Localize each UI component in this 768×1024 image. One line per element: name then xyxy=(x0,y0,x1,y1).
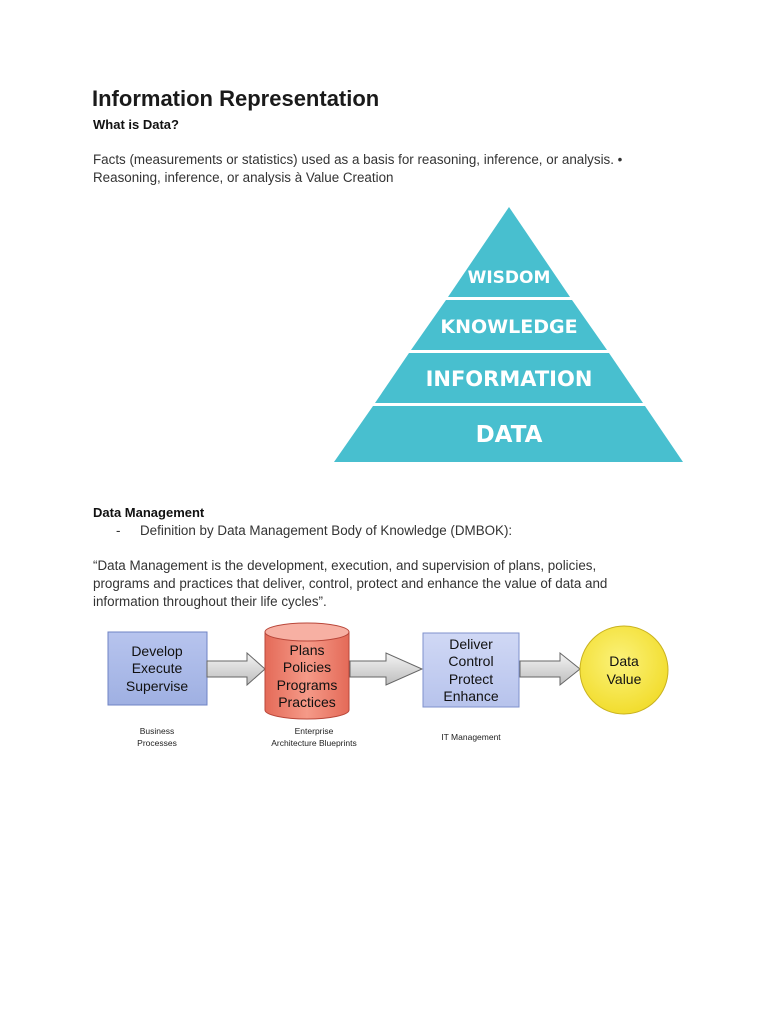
dmbok-bullet: - Definition by Data Management Body of K… xyxy=(116,522,512,540)
section-heading-data-management: Data Management xyxy=(93,505,205,520)
pyramid-level-wisdom: WISDOM xyxy=(448,207,570,297)
caption-business-line-1: Business xyxy=(140,726,175,736)
page-title: Information Representation xyxy=(92,86,380,111)
box3-line-3: Protect xyxy=(449,671,493,687)
pyramid-label-wisdom: WISDOM xyxy=(468,268,551,288)
box2-line-2: Policies xyxy=(283,659,331,675)
pyramid-label-data: DATA xyxy=(476,422,543,448)
caption-enterprise-line-2: Architecture Blueprints xyxy=(271,738,357,748)
bullet-dash: - xyxy=(116,523,121,538)
flow-box-deliver-control: Deliver Control Protect Enhance xyxy=(422,632,520,708)
flow-arrow-1 xyxy=(206,651,266,687)
caption-business-line-2: Processes xyxy=(137,738,177,748)
box1-line-2: Execute xyxy=(132,660,183,676)
intro-line-1: Facts (measurements or statistics) used … xyxy=(93,152,623,167)
pyramid-label-information: INFORMATION xyxy=(426,367,593,391)
caption-enterprise-line-1: Enterprise xyxy=(295,726,334,736)
box3-line-4: Enhance xyxy=(443,688,498,704)
flow-box-develop-execute-supervise: Develop Execute Supervise xyxy=(107,631,208,706)
pyramid-level-knowledge: KNOWLEDGE xyxy=(411,300,607,350)
box4-line-2: Value xyxy=(607,671,642,687)
box2-line-1: Plans xyxy=(289,642,324,658)
section-subtitle-what-is-data: What is Data? xyxy=(93,117,179,132)
dmbok-quote: “Data Management is the development, exe… xyxy=(93,558,608,609)
box3-line-1: Deliver xyxy=(449,636,493,652)
flow-circle-data-value: Data Value xyxy=(579,625,669,715)
pyramid-label-knowledge: KNOWLEDGE xyxy=(440,316,577,338)
box2-line-4: Practices xyxy=(278,694,336,710)
flow-arrow-2 xyxy=(349,652,424,686)
flow-captions: Business Processes Enterprise Architectu… xyxy=(137,726,501,748)
box4-line-1: Data xyxy=(609,653,639,669)
intro-line-2: Reasoning, inference, or analysis à Valu… xyxy=(93,170,394,185)
box3-line-2: Control xyxy=(448,653,493,669)
flow-cylinder-plans-policies: Plans Policies Programs Practices xyxy=(264,622,350,720)
pyramid-level-information: INFORMATION xyxy=(375,353,643,403)
box1-line-3: Supervise xyxy=(126,678,188,694)
caption-it-management: IT Management xyxy=(441,732,501,742)
box2-line-3: Programs xyxy=(277,677,338,693)
box1-line-1: Develop xyxy=(131,643,183,659)
intro-paragraph: Facts (measurements or statistics) used … xyxy=(93,151,693,187)
pyramid-level-data: DATA xyxy=(334,406,683,462)
flow-arrow-3 xyxy=(519,651,581,687)
bullet-text: Definition by Data Management Body of Kn… xyxy=(140,523,513,538)
